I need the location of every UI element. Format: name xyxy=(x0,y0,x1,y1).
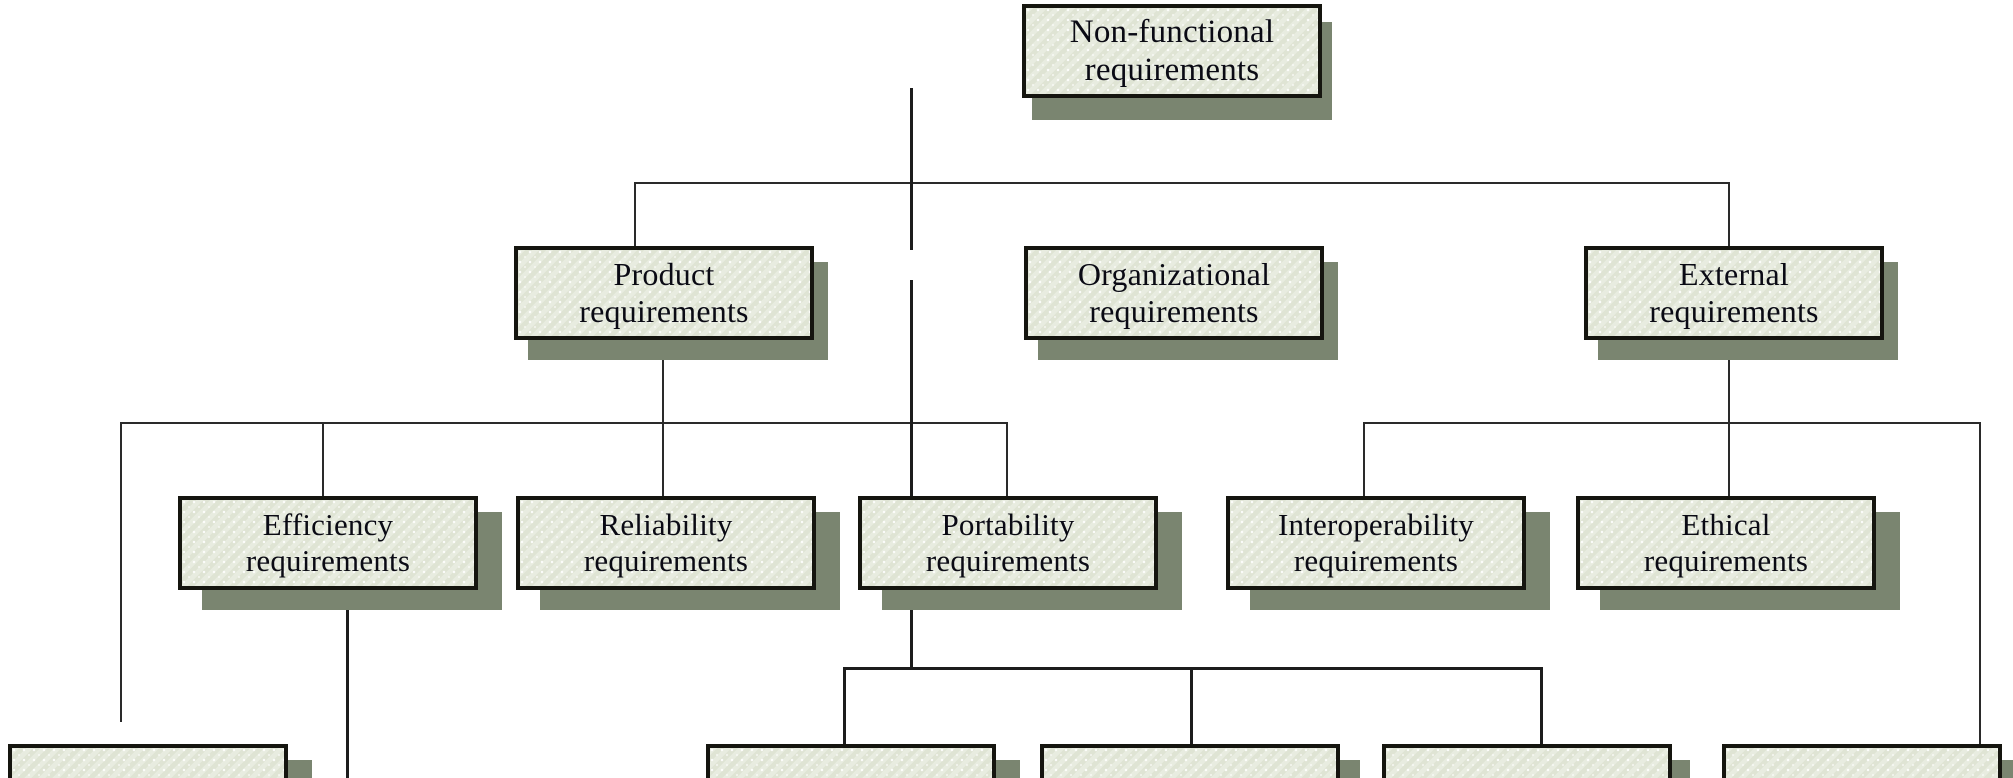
node-label-line1: Implementation xyxy=(1087,772,1292,778)
edge-drop-external xyxy=(1728,182,1730,250)
node-label-line1: Reliability xyxy=(599,507,733,543)
edge-drop-portability xyxy=(1006,422,1008,500)
node-label-line2: requirements xyxy=(579,293,749,329)
edge-organizational-stem xyxy=(910,280,913,670)
node-label-line1: Organizational xyxy=(1077,255,1271,292)
node-label-line1: Delivery xyxy=(794,772,908,778)
node-label-line2: requirements xyxy=(1089,293,1259,329)
node-organizational-requirements[interactable]: Organizational requirements xyxy=(1024,246,1324,340)
node-label-line1: Portability xyxy=(941,507,1075,543)
node-label-line2: requirements xyxy=(1649,293,1819,329)
edge-drop-legislative-right xyxy=(1979,422,1981,745)
node-reliability-requirements[interactable]: Reliability requirements xyxy=(516,496,816,590)
node-legislative[interactable]: Legislative xyxy=(1722,744,2002,778)
node-non-functional-requirements[interactable]: Non-functional requirements xyxy=(1022,4,1322,98)
edge-product-bus xyxy=(120,422,1008,424)
node-label-line1: Non-functional xyxy=(1069,13,1275,50)
edge-efficiency-stem xyxy=(346,600,349,778)
edge-root-stem xyxy=(910,88,913,184)
edge-drop-standards xyxy=(1540,667,1543,745)
node-label-line1: Usability xyxy=(88,772,207,778)
node-label-line1: Interoperability xyxy=(1277,507,1474,543)
node-ethical-requirements[interactable]: Ethical requirements xyxy=(1576,496,1876,590)
node-product-requirements[interactable]: Product requirements xyxy=(514,246,814,340)
node-label-line2: requirements xyxy=(1084,52,1260,88)
node-delivery[interactable]: Delivery xyxy=(706,744,996,778)
node-label-line2: requirements xyxy=(1643,543,1809,578)
edge-organizational-bus xyxy=(843,667,1543,670)
node-usability[interactable]: Usability xyxy=(8,744,288,778)
node-label-line1: Product xyxy=(613,255,715,292)
edge-drop-delivery xyxy=(843,667,846,745)
node-standards[interactable]: Standards xyxy=(1382,744,1672,778)
node-label-line2: requirements xyxy=(925,543,1091,578)
node-interoperability-requirements[interactable]: Interoperability requirements xyxy=(1226,496,1526,590)
edge-drop-efficiency xyxy=(322,422,324,500)
node-label-line1: Standards xyxy=(1463,772,1591,778)
node-label-line1: Efficiency xyxy=(262,507,394,543)
node-label-line1: Legislative xyxy=(1790,772,1934,778)
edge-drop-interoperability xyxy=(1363,422,1365,500)
edge-drop-implementation xyxy=(1190,667,1193,745)
node-implementation[interactable]: Implementation xyxy=(1040,744,1340,778)
node-external-requirements[interactable]: External requirements xyxy=(1584,246,1884,340)
node-label-line2: requirements xyxy=(1293,543,1459,578)
edge-drop-reliability xyxy=(662,422,664,500)
node-portability-requirements[interactable]: Portability requirements xyxy=(858,496,1158,590)
node-label-line2: requirements xyxy=(245,543,411,578)
node-label-line2: requirements xyxy=(583,543,749,578)
node-label-line1: External xyxy=(1679,255,1789,292)
edge-drop-product xyxy=(634,182,636,250)
node-efficiency-requirements[interactable]: Efficiency requirements xyxy=(178,496,478,590)
edge-drop-organizational xyxy=(910,182,913,250)
edge-external-bus xyxy=(1363,422,1981,424)
edge-drop-ethical xyxy=(1728,422,1730,500)
edge-drop-usability-left xyxy=(120,422,122,722)
node-label-line1: Ethical xyxy=(1681,507,1771,543)
edge-level2-bus xyxy=(634,182,1730,184)
